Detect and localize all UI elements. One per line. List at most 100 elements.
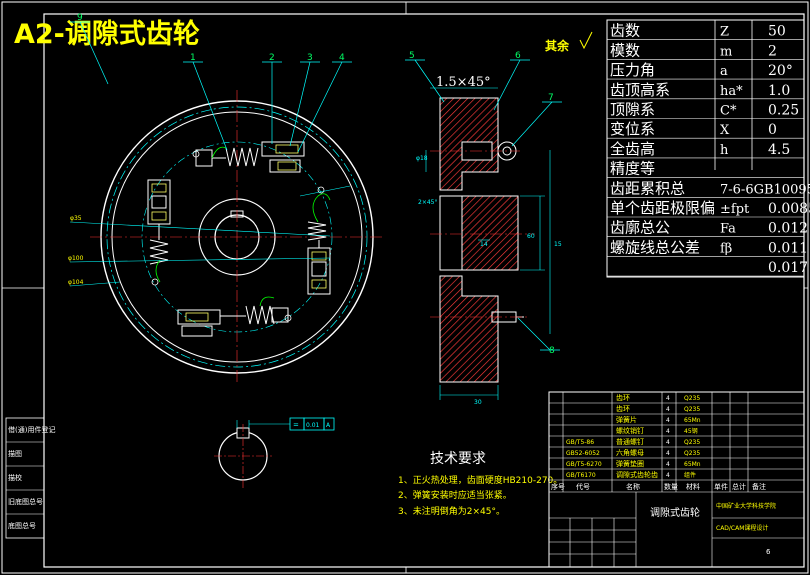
param-value: 0.012 [768, 221, 808, 237]
spring-assembly-left [147, 179, 171, 265]
param-name: 单个齿距极限偏 [610, 199, 715, 217]
inner-frame [43, 13, 805, 568]
side-label: 底图总号 [8, 521, 36, 530]
callout-4: 4 [339, 53, 345, 63]
spring-coils-right [311, 251, 327, 289]
tech-req-heading: 技术要求 [430, 451, 486, 467]
bom-name: 螺纹销钉 [616, 426, 644, 435]
param-name: 顶隙系 [610, 101, 655, 119]
param-symbol: ±fpt [720, 202, 750, 217]
callouts-front: 1 2 3 4 9 [70, 13, 352, 153]
param-name: 压力角 [610, 61, 655, 79]
callout-6: 6 [515, 51, 521, 61]
tolerance-frame: = 0.01 A [289, 417, 335, 431]
param-name: 齿数 [610, 22, 640, 40]
bom-name: 调隙式齿轮齿 [616, 470, 658, 479]
bom-qty: 4 [666, 406, 670, 413]
tech-req-item-2: 2、弹簧安装时应适当张紧。 [398, 489, 512, 501]
tech-req-item-3: 3、未注明倒角为2×45°。 [398, 505, 505, 517]
tol-symbol: = [293, 421, 299, 429]
callout-1: 1 [190, 53, 196, 63]
param-symbol: m [720, 44, 732, 59]
param-name: 齿距累积总 [610, 179, 685, 197]
param-symbol: Fa [720, 222, 736, 237]
bom-material: 组件 [684, 471, 696, 479]
param-value: 20° [768, 63, 793, 79]
dim-w3: 14 [480, 241, 488, 248]
param-value: 0.25 [768, 103, 799, 119]
bom-header: 数量 [664, 482, 678, 491]
param-name: 螺旋线总公差 [610, 238, 700, 256]
bom-name: 弹簧垫圈 [616, 459, 644, 468]
title-block-sub: CAD/CAM课程设计 [716, 524, 768, 532]
callouts-section: 5 6 7 8 [405, 51, 562, 356]
roughness-icon [579, 31, 593, 50]
param-symbol: h [720, 143, 729, 158]
section-view: 30 60 14 2×45° φ18 15 1.5×45° [416, 75, 562, 406]
bom-qty: 4 [666, 472, 670, 479]
param-table [606, 19, 805, 278]
bom-header: 名称 [626, 482, 640, 491]
tol-datum: A [326, 422, 331, 429]
dim-d2: φ100 [68, 255, 84, 262]
param-symbol: fβ [720, 241, 732, 256]
side-label: 描图 [8, 449, 22, 458]
title-block-sheet: 6 [766, 548, 771, 556]
param-value: 0 [768, 122, 777, 138]
spring-assembly-bottom [177, 305, 289, 337]
callout-9: 9 [77, 13, 83, 23]
roughness-note: 其余 [545, 38, 570, 53]
dim-d1: φ35 [70, 215, 82, 222]
param-name: 齿廓总公 [610, 219, 670, 237]
bom-header: 单件 [714, 482, 728, 491]
title-block-name: 调隙式齿轮 [650, 506, 700, 519]
front-view: φ35 φ100 φ104 [68, 90, 385, 385]
keyway-detail-view [214, 420, 290, 488]
param-value: 0.017 [768, 260, 808, 276]
bom-header: 材料 [686, 482, 700, 491]
bom-code: GB/T5-6270 [566, 461, 602, 468]
bom-qty: 4 [666, 439, 670, 446]
side-label: 旧底图总号 [8, 497, 43, 506]
tech-requirements: 技术要求 1、正火热处理，齿面硬度HB210-270。 2、弹簧安装时应适当张紧… [398, 451, 562, 517]
param-value: 0.0085 [768, 201, 810, 217]
bom-name: 齿环 [616, 394, 630, 402]
bom-material: Q235 [684, 395, 700, 402]
param-name: 变位系 [610, 120, 655, 138]
bom-name: 齿环 [616, 405, 630, 413]
bom-code: GB/T5-86 [566, 439, 594, 446]
param-symbol: a [720, 64, 728, 79]
bom-qty: 4 [666, 395, 670, 402]
title-block: 调隙式齿轮 中国矿业大学科技学院 CAD/CAM课程设计 6 [650, 502, 776, 556]
param-symbol: X [720, 123, 730, 138]
param-symbol: 7-6-6GB10095.1 [720, 182, 810, 197]
bom-name: 六角螺母 [616, 448, 644, 457]
param-value: 0.011 [768, 240, 808, 256]
param-value: 4.5 [768, 142, 790, 158]
param-name: 模数 [610, 41, 640, 59]
dim-d3: φ104 [68, 279, 84, 286]
bom-qty: 4 [666, 428, 670, 435]
param-value: 1.0 [768, 83, 790, 99]
drawing-title: A2-调隙式齿轮 [14, 19, 200, 50]
dim-h1: 60 [527, 233, 535, 240]
bom-code: GB52-6052 [566, 450, 600, 457]
param-symbol: C* [720, 104, 737, 119]
bom-header: 序号 [551, 482, 565, 491]
param-symbol: ha* [720, 84, 743, 99]
spring-coils-bottom [185, 312, 209, 322]
chamfer-label: 1.5×45° [436, 75, 491, 90]
callout-2: 2 [269, 53, 275, 63]
side-label: 借(通)用件登记 [8, 425, 55, 434]
param-value: 50 [768, 24, 786, 40]
dim-w1: 30 [474, 399, 482, 406]
tech-req-item-1: 1、正火热处理，齿面硬度HB210-270。 [398, 474, 562, 486]
bom-material: Q235 [684, 439, 700, 446]
bom-material: 65Mn [684, 417, 701, 424]
